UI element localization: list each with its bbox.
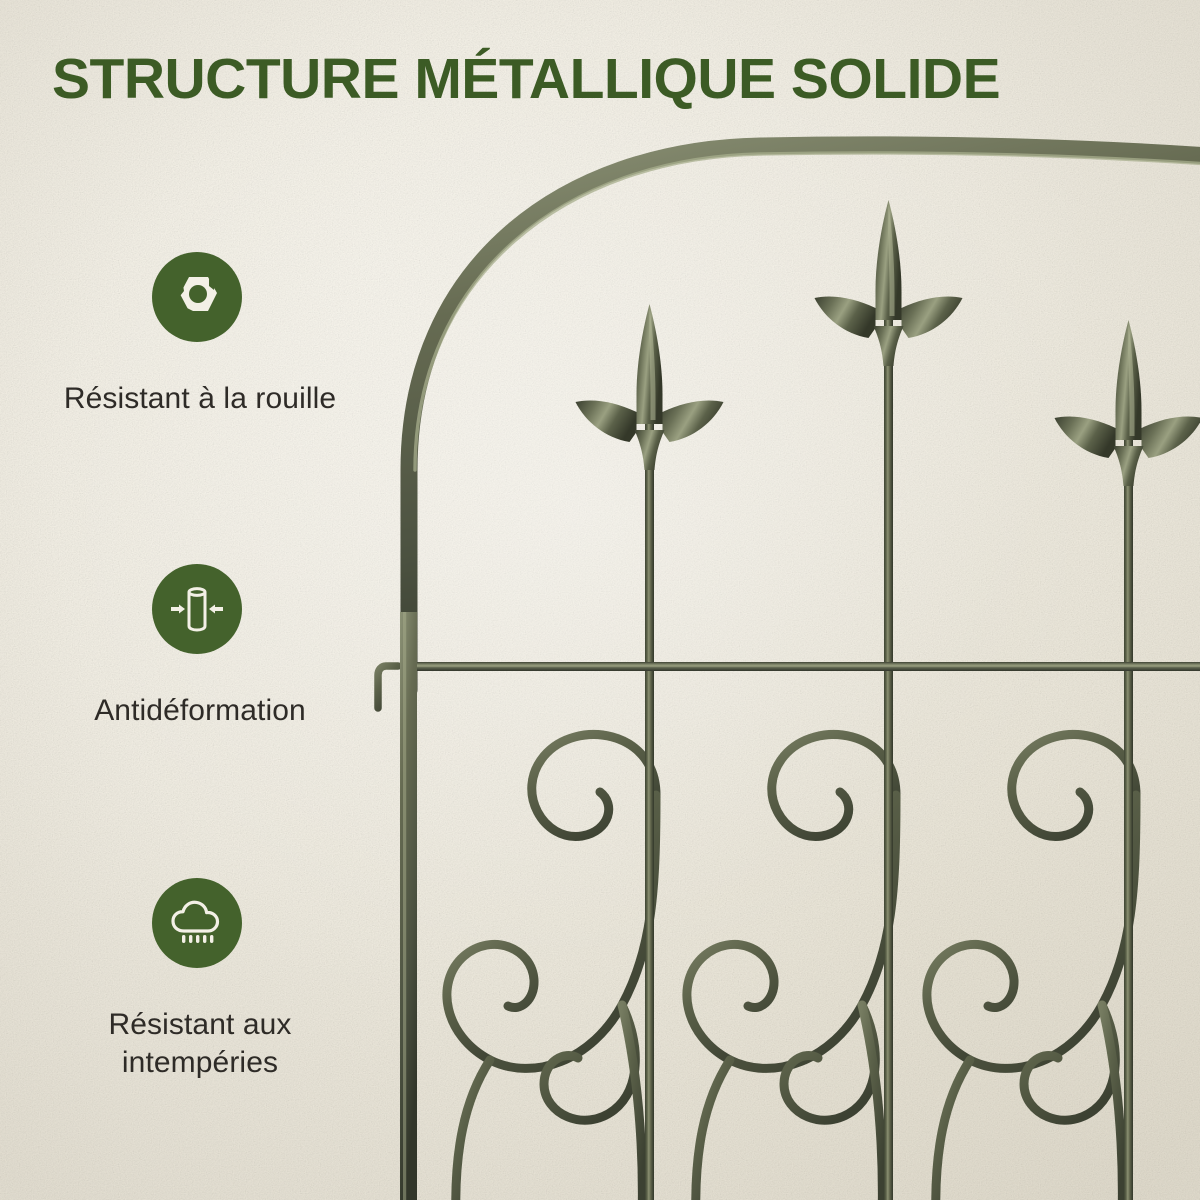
feature-icon-badge [152, 878, 242, 968]
feature-label-line2: intempéries [121, 1046, 279, 1080]
feature-label-line1: Antidéformation [94, 694, 306, 727]
feature-icon-badge [152, 252, 242, 342]
page-title: STRUCTURE MÉTALLIQUE SOLIDE [52, 47, 1001, 111]
rain-cloud-icon [171, 900, 220, 943]
feature-label-line1: Résistant aux [108, 1008, 292, 1041]
feature-label: Antidéformation [0, 692, 400, 730]
feature-label-line1: Résistant à la rouille [63, 382, 337, 415]
feature-label: Résistant aux intempéries [0, 1006, 400, 1083]
feature-icon-badge [152, 564, 242, 654]
feature-label: Résistant à la rouille [0, 380, 400, 418]
compression-cylinder-icon [171, 587, 223, 632]
hex-nut-icon [179, 277, 217, 315]
